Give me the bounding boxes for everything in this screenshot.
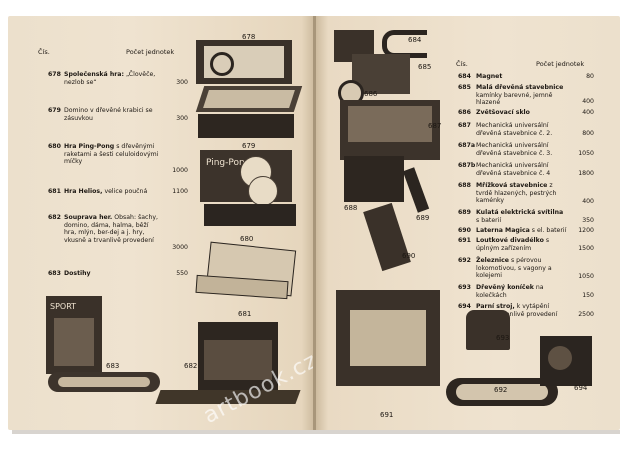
label-682: 682 [184,362,198,370]
book-gutter [313,16,316,430]
label-678: 678 [242,33,256,41]
list-item-687b: 687b Mechanická universální dřevěná stav… [458,162,594,177]
label-681: 681 [238,310,252,318]
list-item-681: 681 Hra Helios, velice poučná 1100 [48,188,188,195]
catalog-spread: Čís. Počet jednotek 678 Společenská hra:… [8,16,620,434]
magic-lantern-image [363,202,411,272]
left-header-quantity: Počet jednotek [126,48,175,56]
list-item-687: 687 Mechanická universální dřevěná stave… [458,122,594,137]
label-679: 679 [242,142,256,150]
label-689: 689 [416,214,430,222]
list-item-688: 688 Mřížková stavebnice z tvrdě hlazenýc… [458,182,594,205]
list-item-684: 684 Magnet 80 [458,73,594,80]
list-item-691: 691 Loutkové divadélko s úplným zařízení… [458,237,594,252]
sport-game-box-image: SPORT [46,296,102,374]
railway-image [446,378,558,406]
list-item-690: 690 Laterna Magica s el. baterií 1200 [458,227,594,234]
label-688: 688 [344,204,358,212]
list-item-682: 682 Souprava her. Obsah: šachy, domino, … [48,214,188,251]
wooden-horse-image [466,310,510,350]
domino-box-image [198,114,294,138]
right-page: Čís. Počet jednotek 684 Magnet 80 685 Ma… [316,16,620,430]
list-item-680: 680 Hra Ping-Pong s dřevěnými raketami a… [48,143,188,174]
board-game-box-image [196,40,292,84]
left-page: Čís. Počet jednotek 678 Společenská hra:… [8,16,314,430]
list-item-692: 692 Železnice s pérovou lokomotivou, s v… [458,257,594,280]
game-board-image [195,86,303,112]
list-item-683: 683 Dostihy 550 [48,270,188,277]
list-item-679: 679 Domino v dřevěné krabici se zásuvkou… [48,107,188,122]
games-set-box-image [198,322,278,392]
right-header-quantity: Počet jednotek [536,60,585,68]
label-694: 694 [574,384,588,392]
pingpong-set-image [204,204,296,226]
label-692: 692 [494,386,508,394]
label-687: 687 [428,122,442,130]
label-693: 693 [496,334,510,342]
list-item-694: 694 Parní stroj, k vytápění lihem, trvan… [458,303,594,318]
label-691: 691 [380,411,394,419]
label-690: 690 [402,252,416,260]
list-item-693: 693 Dřevěný koníček na kolečkách 150 [458,284,594,299]
list-item-678: 678 Společenská hra: „Člověče, nezlob se… [48,71,188,86]
construction-set-box-image [340,100,440,160]
label-685: 685 [418,63,432,71]
book-shadow [12,430,620,434]
list-item-689: 689 Kulatá elektrická svítilna s baterií… [458,209,594,224]
label-680: 680 [240,235,254,243]
label-683: 683 [106,362,120,370]
race-track-image [48,372,160,392]
label-684: 684 [408,36,422,44]
pingpong-paddle-icon [248,176,278,206]
right-header-number: Čís. [456,60,468,68]
left-header-number: Čís. [38,48,50,56]
steam-engine-image [540,336,592,386]
list-item-685: 685 Malá dřevěná stavebnice kamínky bare… [458,84,594,107]
list-item-687a: 687a Mechanická universální dřevěná stav… [458,142,594,157]
label-686: 686 [364,90,378,98]
puppet-theatre-image [336,290,440,386]
flashlight-icon [402,167,430,213]
list-item-686: 686 Zvětšovací sklo 400 [458,109,594,116]
grid-construction-set-image [344,156,404,202]
